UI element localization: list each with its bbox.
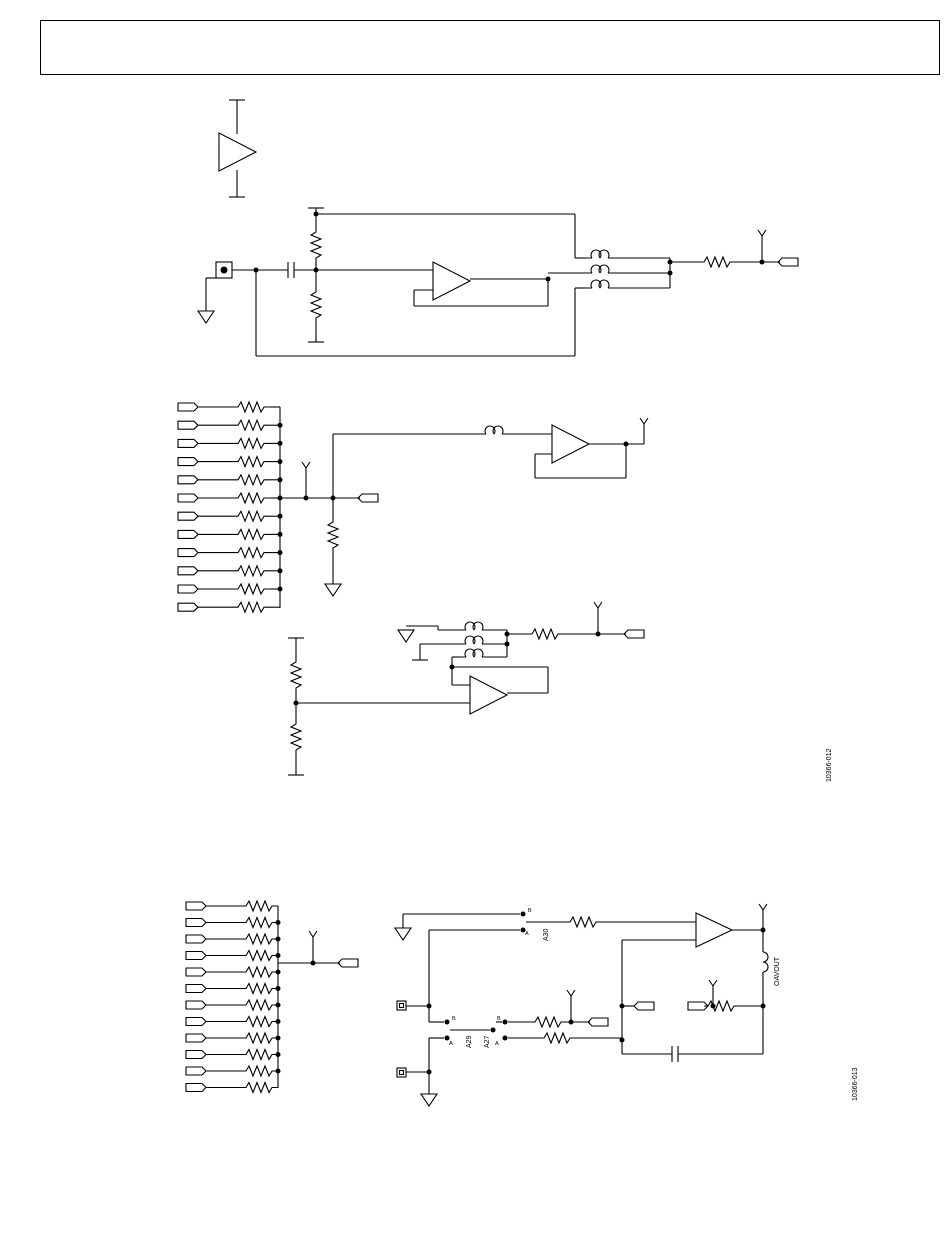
pin-a-a30: A xyxy=(525,931,529,937)
input-resistor xyxy=(242,901,278,911)
summing-input-row xyxy=(178,511,283,521)
input-resistor xyxy=(234,457,270,467)
input-connector xyxy=(186,985,206,993)
input-connector xyxy=(186,1001,206,1009)
summing-input-row xyxy=(186,951,281,961)
summing-input-row xyxy=(178,529,283,539)
summing-input-row xyxy=(178,584,283,594)
summing-input-row xyxy=(186,1050,281,1060)
summing-input-row xyxy=(178,566,283,576)
input-connector xyxy=(178,567,198,575)
input-resistor xyxy=(234,438,270,448)
input-resistor xyxy=(234,529,270,539)
input-resistor xyxy=(242,1017,278,1027)
summing-input-row xyxy=(186,1033,281,1043)
summing-input-row xyxy=(186,1000,281,1010)
summing-input-row xyxy=(186,984,281,994)
input-resistor xyxy=(234,548,270,558)
summing-input-row xyxy=(186,918,281,928)
input-resistor xyxy=(242,1000,278,1010)
label-oavout: OAVOUT xyxy=(774,956,781,986)
input-connector xyxy=(186,968,206,976)
input-resistor xyxy=(242,1050,278,1060)
summing-input-row xyxy=(178,457,283,467)
summing-input-row xyxy=(178,548,283,558)
input-connector xyxy=(178,603,198,611)
pin-b-a27: B xyxy=(497,1016,501,1022)
input-connector xyxy=(186,935,206,943)
input-connector xyxy=(186,1034,206,1042)
input-resistor xyxy=(242,918,278,928)
summing-input-row xyxy=(186,1017,281,1027)
summing-input-row xyxy=(178,402,280,412)
label-a27: A27 xyxy=(484,1035,491,1048)
input-connector xyxy=(178,512,198,520)
input-resistor xyxy=(234,584,270,594)
input-connector xyxy=(178,458,198,466)
summing-input-row xyxy=(178,602,280,612)
circuit-input-buffer xyxy=(198,208,798,356)
figure-number-12: 10366-012 xyxy=(826,748,833,782)
summing-input-row xyxy=(186,967,281,977)
input-resistor xyxy=(242,934,278,944)
pin-b-a29: B xyxy=(452,1016,456,1022)
input-connector xyxy=(178,439,198,447)
input-connector xyxy=(178,530,198,538)
pin-a-a29: A xyxy=(449,1041,453,1047)
input-connector xyxy=(186,1084,206,1092)
input-resistor xyxy=(234,566,270,576)
summing-input-row xyxy=(178,420,283,430)
input-resistor xyxy=(242,1033,278,1043)
input-resistor xyxy=(234,402,270,412)
input-resistor xyxy=(234,602,270,612)
input-resistor xyxy=(234,511,270,521)
input-resistor xyxy=(242,1066,278,1076)
input-connector xyxy=(178,549,198,557)
input-connector xyxy=(186,1018,206,1026)
summing-input-row xyxy=(186,934,281,944)
input-connector xyxy=(186,952,206,960)
label-a29: A29 xyxy=(466,1035,473,1048)
label-a30: A30 xyxy=(543,928,550,941)
pin-b-a30: B xyxy=(528,908,532,914)
input-resistor xyxy=(242,984,278,994)
figure-10366-012: 10366-012 xyxy=(178,100,833,782)
summing-input-row xyxy=(186,1083,278,1093)
circuit-output-logic: B A A30 OAVOUT xyxy=(395,904,781,1106)
summing-input-row xyxy=(178,475,283,485)
input-connector xyxy=(186,1051,206,1059)
input-connector xyxy=(186,902,206,910)
input-resistor xyxy=(234,493,270,503)
input-connector xyxy=(178,403,198,411)
input-resistor xyxy=(242,967,278,977)
buffer-symbol xyxy=(219,100,256,197)
input-connector xyxy=(178,421,198,429)
input-connector xyxy=(178,494,198,502)
summing-input-row xyxy=(178,438,283,448)
circuit-reference xyxy=(288,602,644,775)
summing-input-row xyxy=(186,1066,281,1076)
input-connector xyxy=(178,476,198,484)
figure-10366-013: B A A30 OAVOUT xyxy=(186,901,859,1106)
input-resistor xyxy=(234,420,270,430)
circuit-summing-12 xyxy=(178,402,648,612)
input-connector xyxy=(178,585,198,593)
pin-a-a27: A xyxy=(495,1041,499,1047)
input-connector xyxy=(186,919,206,927)
input-resistor xyxy=(234,475,270,485)
summing-input-row xyxy=(178,493,283,503)
input-resistor xyxy=(242,951,278,961)
input-resistor xyxy=(242,1083,278,1093)
figure-number-13: 10366-013 xyxy=(852,1067,859,1101)
input-connector xyxy=(186,1067,206,1075)
summing-input-row xyxy=(186,901,278,911)
circuit-summing-12b xyxy=(186,901,358,1093)
